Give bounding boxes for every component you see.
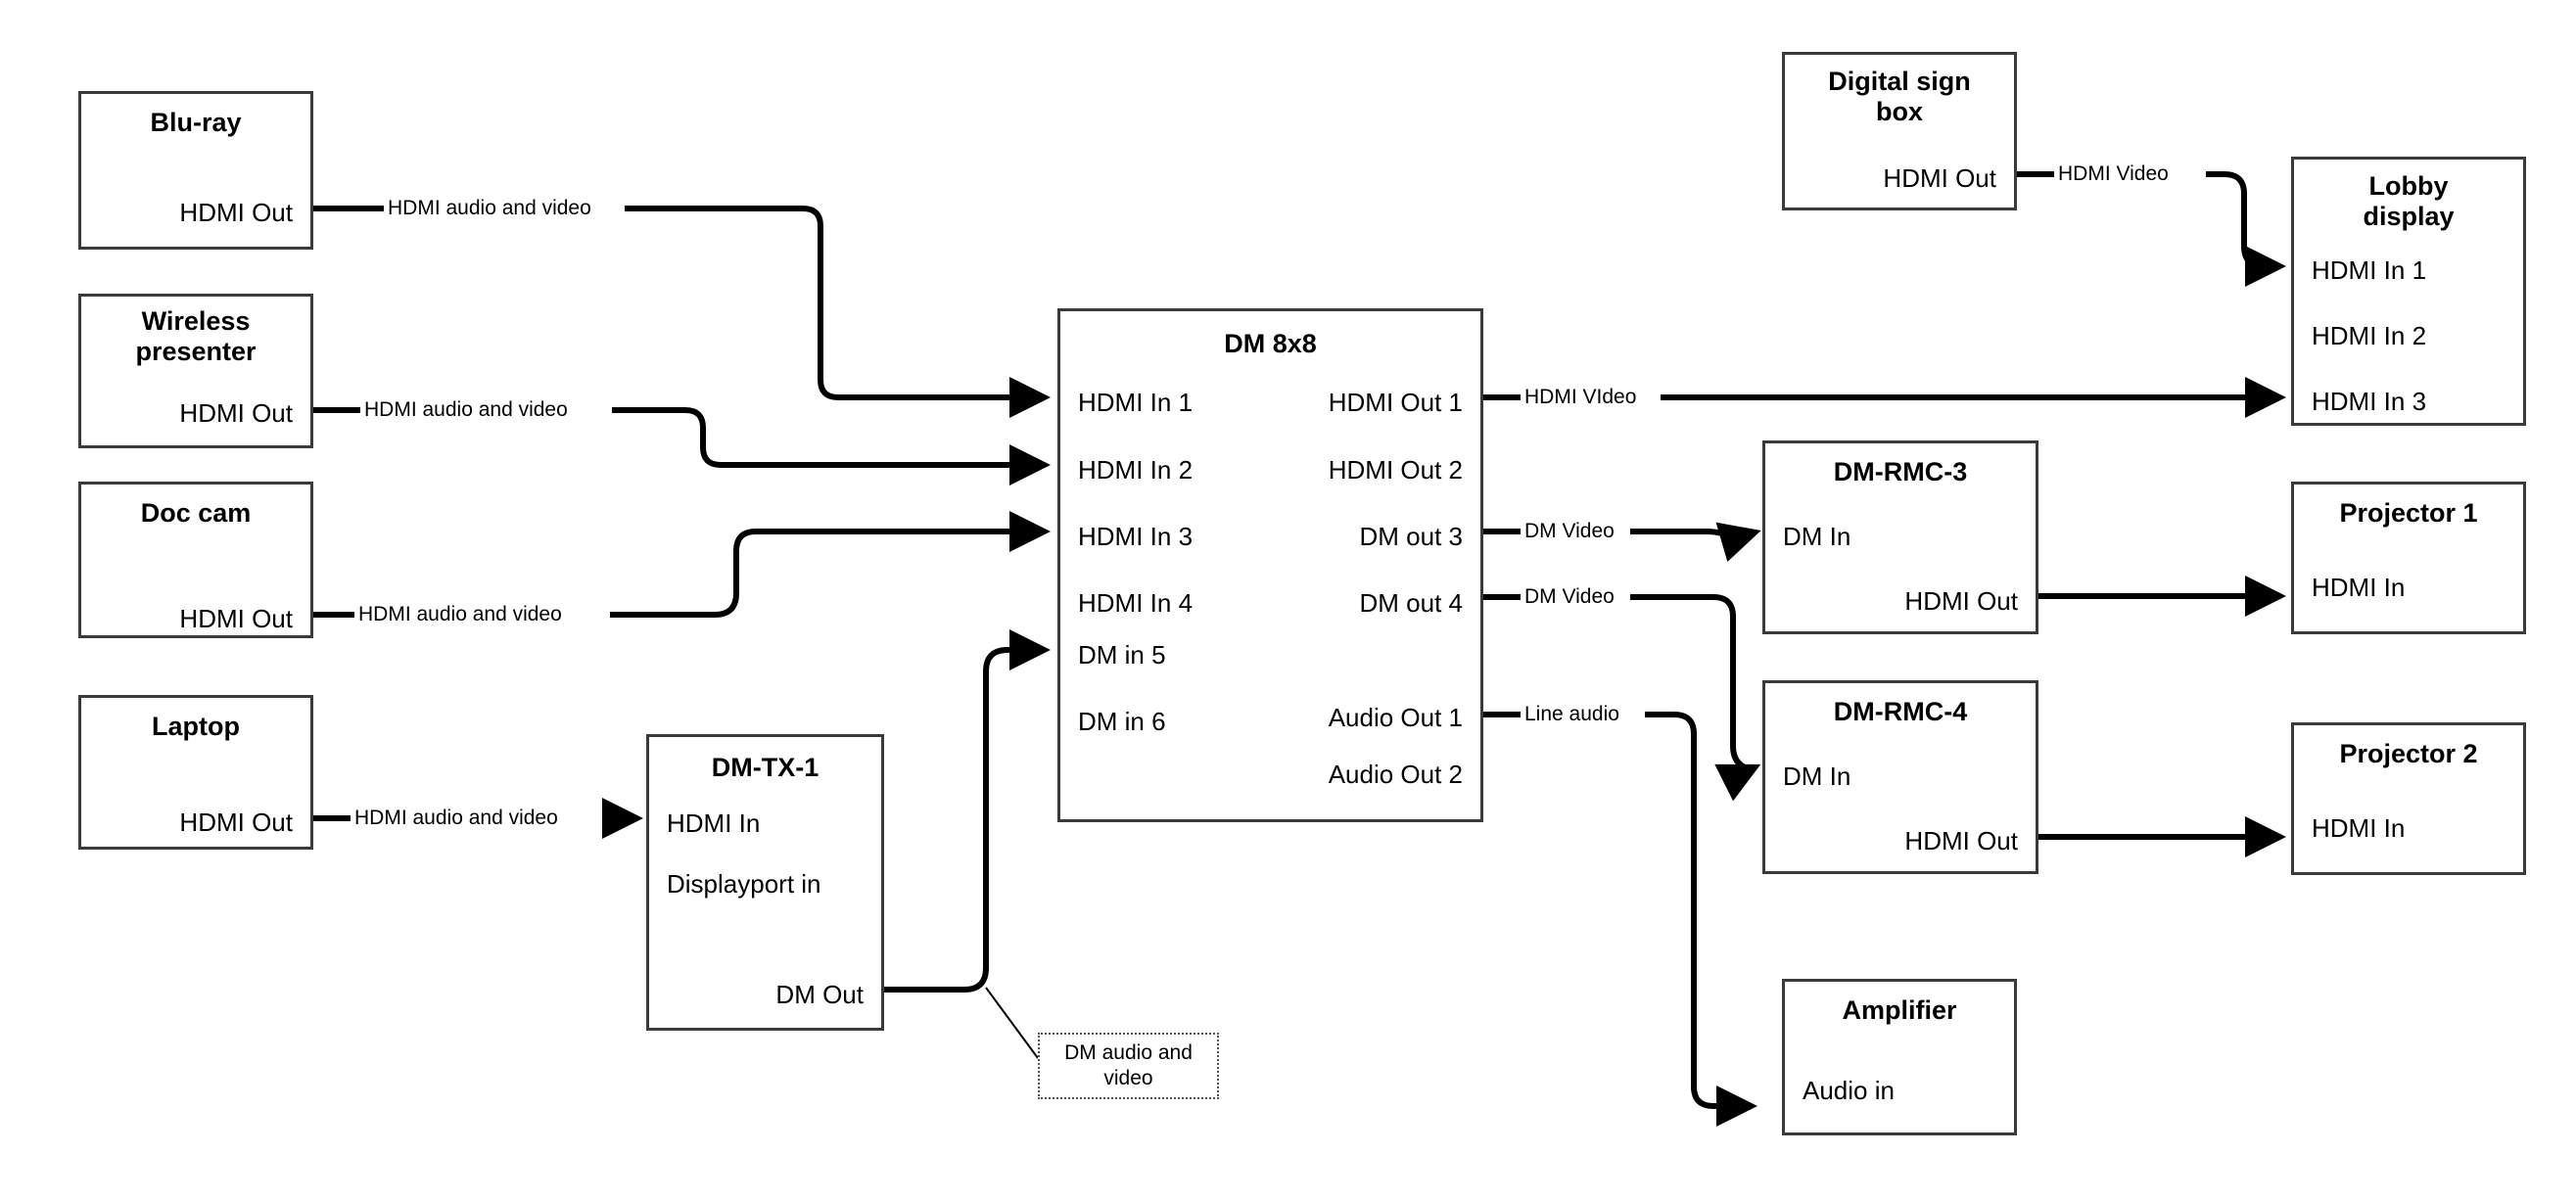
node-dm-8x8-port-audio-out-1: Audio Out 1 xyxy=(1328,703,1463,732)
node-dm-rmc-3-title: DM-RMC-3 xyxy=(1833,457,1968,486)
edge-label-laptop-to-dmtx1: HDMI audio and video xyxy=(351,807,562,830)
edge-label-dm8x8-dmout4: DM Video xyxy=(1521,585,1618,609)
node-digital-sign-box-title-line1: Digital sign xyxy=(1828,67,1971,96)
node-dm-rmc-3[interactable]: DM-RMC-3 DM In HDMI Out xyxy=(1762,440,2038,634)
node-dm-rmc-4-port-dm-in: DM In xyxy=(1783,762,1851,791)
node-projector-1[interactable]: Projector 1 HDMI In xyxy=(2291,482,2526,634)
node-dm-tx-1-port-hdmi-in: HDMI In xyxy=(667,808,761,838)
node-digital-sign-box[interactable]: Digital sign box HDMI Out xyxy=(1782,52,2017,210)
node-wireless-presenter-title-line1: Wireless xyxy=(141,306,251,336)
node-dm-8x8-port-hdmi-out-1: HDMI Out 1 xyxy=(1328,388,1463,417)
node-dm-8x8-port-dm-in-6: DM in 6 xyxy=(1078,707,1166,736)
node-projector-2[interactable]: Projector 2 HDMI In xyxy=(2291,722,2526,875)
node-laptop-title: Laptop xyxy=(152,712,240,741)
node-dm-8x8-port-hdmi-in-4: HDMI In 4 xyxy=(1078,588,1194,618)
node-dm-rmc-4-port-hdmi-out: HDMI Out xyxy=(1904,826,2018,855)
edge-label-dm8x8-dmout3: DM Video xyxy=(1521,520,1618,543)
node-lobby-display-port-hdmi-in-3: HDMI In 3 xyxy=(2312,387,2427,416)
edge-label-dm8x8-hdmiout1: HDMI VIdeo xyxy=(1521,386,1641,409)
node-dm-8x8-port-hdmi-in-1: HDMI In 1 xyxy=(1078,388,1194,417)
node-doc-cam-port-hdmi-out: HDMI Out xyxy=(179,604,293,633)
node-dm-8x8-port-audio-out-2: Audio Out 2 xyxy=(1328,760,1463,789)
node-lobby-display-title-line2: display xyxy=(2363,202,2455,231)
edge-label-digitalsign-to-lobby: HDMI Video xyxy=(2054,162,2173,186)
edge-wireless-to-dm8x8 xyxy=(313,407,1044,465)
node-dm-8x8-title: DM 8x8 xyxy=(1224,329,1317,358)
node-projector-1-port-hdmi-in: HDMI In xyxy=(2312,573,2406,602)
node-laptop-port-hdmi-out: HDMI Out xyxy=(179,808,293,837)
node-dm-rmc-4-title: DM-RMC-4 xyxy=(1833,697,1968,726)
node-amplifier-port-audio-in: Audio in xyxy=(1803,1076,1895,1105)
edge-label-doccam-to-dm8x8: HDMI audio and video xyxy=(354,603,566,626)
node-dm-tx-1-title: DM-TX-1 xyxy=(711,753,820,782)
node-dm-tx-1-port-dm-out: DM Out xyxy=(775,980,864,1009)
node-amplifier-title: Amplifier xyxy=(1842,995,1957,1025)
edge-dm8x8-dmout4-to-dmrmc4 xyxy=(1483,594,1755,769)
edge-dm8x8-audioout1-to-amplifier xyxy=(1483,712,1751,1106)
node-dm-tx-1[interactable]: DM-TX-1 HDMI In Displayport in DM Out xyxy=(646,734,884,1031)
node-doc-cam[interactable]: Doc cam HDMI Out xyxy=(78,482,313,638)
node-lobby-display-port-hdmi-in-1: HDMI In 1 xyxy=(2312,255,2427,285)
node-dm-rmc-3-port-dm-in: DM In xyxy=(1783,522,1851,551)
node-doc-cam-title: Doc cam xyxy=(140,498,252,528)
edge-digitalsign-to-lobby xyxy=(2017,171,2279,266)
edge-doccam-to-dm8x8 xyxy=(313,531,1044,618)
node-lobby-display-title-line1: Lobby xyxy=(2368,171,2449,201)
node-projector-1-title: Projector 1 xyxy=(2339,498,2478,528)
node-dm-8x8-port-dm-out-3: DM out 3 xyxy=(1359,522,1464,551)
node-wireless-presenter-title-line2: presenter xyxy=(135,337,257,366)
node-dm-tx-1-port-displayport-in: Displayport in xyxy=(667,869,821,899)
edge-label-dm8x8-audioout1: Line audio xyxy=(1521,703,1623,726)
node-dm-8x8-port-dm-out-4: DM out 4 xyxy=(1359,588,1464,618)
annotation-dm-audio-and-video: DM audio and video xyxy=(1038,1033,1219,1099)
node-lobby-display[interactable]: Lobby display HDMI In 1 HDMI In 2 HDMI I… xyxy=(2291,157,2526,426)
node-bluray-port-hdmi-out: HDMI Out xyxy=(179,198,293,227)
node-dm-8x8-port-dm-in-5: DM in 5 xyxy=(1078,640,1166,670)
node-dm-8x8-port-hdmi-out-2: HDMI Out 2 xyxy=(1328,455,1463,485)
node-digital-sign-box-port-hdmi-out: HDMI Out xyxy=(1883,163,1996,193)
node-wireless-presenter-port-hdmi-out: HDMI Out xyxy=(179,398,293,428)
edge-bluray-to-dm8x8 xyxy=(313,206,1044,397)
edge-dmtx1-to-dm8x8 xyxy=(884,629,1051,993)
node-dm-rmc-4[interactable]: DM-RMC-4 DM In HDMI Out xyxy=(1762,680,2038,874)
node-bluray-title: Blu-ray xyxy=(150,108,242,137)
edge-dm8x8-dmout3-to-dmrmc3 xyxy=(1483,531,1755,539)
node-dm-8x8-port-hdmi-in-2: HDMI In 2 xyxy=(1078,455,1194,485)
node-dm-8x8[interactable]: DM 8x8 HDMI In 1 HDMI In 2 HDMI In 3 HDM… xyxy=(1057,308,1483,822)
edge-label-bluray-to-dm8x8: HDMI audio and video xyxy=(384,197,595,220)
edge-label-wireless-to-dm8x8: HDMI audio and video xyxy=(360,398,572,422)
node-amplifier[interactable]: Amplifier Audio in xyxy=(1782,979,2017,1135)
node-bluray[interactable]: Blu-ray HDMI Out xyxy=(78,91,313,250)
node-digital-sign-box-title-line2: box xyxy=(1875,97,1923,126)
node-projector-2-port-hdmi-in: HDMI In xyxy=(2312,813,2406,843)
node-projector-2-title: Projector 2 xyxy=(2339,739,2478,768)
node-dm-8x8-port-hdmi-in-3: HDMI In 3 xyxy=(1078,522,1194,551)
node-lobby-display-port-hdmi-in-2: HDMI In 2 xyxy=(2312,321,2427,350)
node-laptop[interactable]: Laptop HDMI Out xyxy=(78,695,313,850)
node-dm-rmc-3-port-hdmi-out: HDMI Out xyxy=(1904,586,2018,616)
leader-dm-audio-video-annotation xyxy=(985,987,1039,1059)
node-wireless-presenter[interactable]: Wireless presenter HDMI Out xyxy=(78,294,313,448)
